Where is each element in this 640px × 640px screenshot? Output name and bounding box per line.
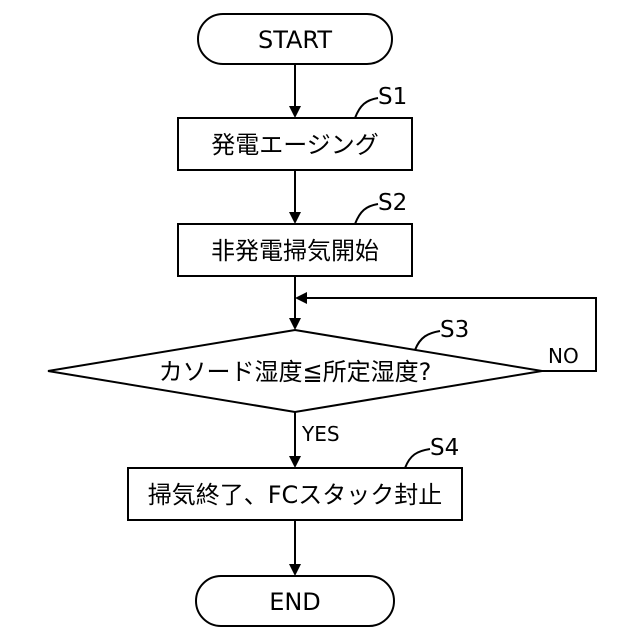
s2-tag: S2 [378,190,407,216]
start-terminal: START [198,14,392,64]
start-label: START [258,26,332,54]
s2-label: 非発電掃気開始 [211,237,379,265]
s1-label: 発電エージング [211,131,379,159]
s4-label: 掃気終了、FCスタック封止 [148,481,443,509]
end-terminal: END [196,576,394,626]
s3-leader-line [415,331,440,350]
no-label: NO [548,344,579,368]
s3-tag: S3 [440,317,469,343]
s1-leader-line [355,98,378,118]
s1-tag: S1 [378,84,407,110]
s3-label: カソード湿度≦所定湿度? [159,358,432,386]
s4-leader-line [405,449,430,468]
s4-tag: S4 [430,435,459,461]
end-label: END [269,588,321,616]
s2-leader-line [355,204,378,224]
yes-label: YES [301,422,340,446]
decision-s3: カソード湿度≦所定湿度? S3 [48,317,542,412]
